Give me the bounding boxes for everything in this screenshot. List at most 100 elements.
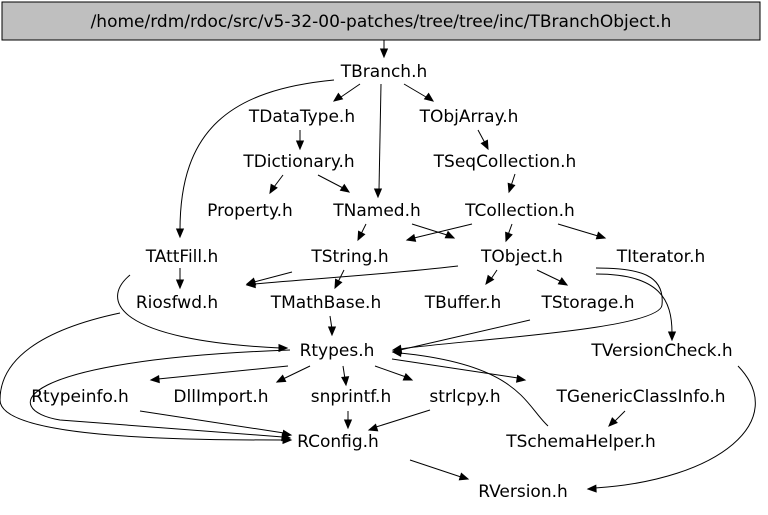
edge-arrowhead <box>327 326 337 337</box>
node-strlcpy[interactable]: strlcpy.h <box>429 387 500 407</box>
edge-tgenericclassinfo-to-tschemahelper <box>608 410 626 427</box>
edge-line <box>594 365 756 489</box>
node-tbranch[interactable]: TBranch.h <box>340 62 428 82</box>
node-tdictionary[interactable]: TDictionary.h <box>242 152 354 172</box>
edge-arrowhead <box>149 375 160 384</box>
node-tstring[interactable]: TString.h <box>310 247 388 267</box>
edge-arrowhead <box>341 376 350 387</box>
edge-line <box>374 365 407 378</box>
node-tattfill[interactable]: TAttFill.h <box>145 247 219 267</box>
edge-tobject-to-tversioncheck <box>595 273 677 342</box>
edge-arrowhead <box>391 348 402 357</box>
edge-tnamed-to-tstring <box>357 223 367 242</box>
node-rversion[interactable]: RVersion.h <box>478 482 568 502</box>
edge-arrowhead <box>275 374 287 383</box>
edge-tdictionary-to-tnamed <box>317 174 351 193</box>
edge-arrowhead <box>608 417 618 427</box>
edge-tattfill-to-riosfwd <box>175 268 185 290</box>
node-tstorage[interactable]: TStorage.h <box>540 293 634 313</box>
node-tseqcollection[interactable]: TSeqCollection.h <box>433 152 577 172</box>
node-tbuffer[interactable]: TBuffer.h <box>424 293 502 313</box>
edge-line <box>536 269 561 282</box>
edge-arrowhead <box>444 230 456 239</box>
edge-tstorage-to-rtypes <box>391 319 531 355</box>
edge-root-to-tbranch <box>379 40 389 59</box>
edge-arrowhead <box>667 331 677 342</box>
edge-arrowhead <box>507 182 516 194</box>
edge-line <box>403 83 427 98</box>
node-tgenericclassinfo[interactable]: TGenericClassInfo.h <box>555 387 725 407</box>
edge-tseqcollection-to-tcollection <box>507 173 516 194</box>
edge-line <box>490 269 498 280</box>
edge-tcollection-to-titerator <box>557 223 607 240</box>
node-tversioncheck[interactable]: TVersionCheck.h <box>590 341 732 361</box>
edge-line <box>557 223 599 237</box>
edge-arrowhead <box>175 279 185 290</box>
edge-rtypes-to-tgenericclassinfo <box>391 358 527 383</box>
edge-line <box>413 223 473 239</box>
edge-arrowhead <box>339 183 351 193</box>
edge-line <box>411 223 448 236</box>
edge-rtypes-to-dllimport <box>275 365 311 383</box>
node-riosfwd[interactable]: Riosfwd.h <box>136 293 218 313</box>
edge-rconfig-to-rversion <box>409 459 470 481</box>
edge-riosfwd-to-rconfig <box>0 312 293 445</box>
edge-line <box>340 83 361 98</box>
edge-arrowhead <box>357 230 366 242</box>
node-dllimport[interactable]: DllImport.h <box>173 387 268 407</box>
edge-tbranch-to-tattfill <box>175 79 335 239</box>
node-rconfig[interactable]: RConfig.h <box>297 432 379 452</box>
edge-rtypes-to-snprintf <box>341 365 350 387</box>
edge-arrowhead <box>373 188 383 199</box>
edge-tschemahelper-to-rtypes <box>391 348 549 427</box>
edge-line <box>399 352 549 427</box>
edge-arrowhead <box>557 277 569 286</box>
edge-tobject-to-riosfwd <box>245 265 459 289</box>
edge-tobjarray-to-tseqcollection <box>477 129 489 151</box>
edges-layer <box>0 40 756 493</box>
edge-line <box>613 410 626 423</box>
edge-snprintf-to-rconfig <box>343 411 353 430</box>
node-tschemahelper[interactable]: TSchemaHelper.h <box>505 432 656 452</box>
edge-arrowhead <box>458 472 470 481</box>
edge-arrowhead <box>367 423 379 432</box>
node-titerator[interactable]: TIterator.h <box>616 247 706 267</box>
edge-arrowhead <box>332 92 344 102</box>
edge-line <box>29 349 291 438</box>
edge-tbranch-to-tnamed <box>373 83 383 199</box>
edge-line <box>273 174 284 188</box>
edge-tobject-to-tbuffer <box>485 269 498 286</box>
edge-line <box>282 365 311 380</box>
node-tobject[interactable]: TObject.h <box>480 247 563 267</box>
edge-arrowhead <box>485 274 495 286</box>
edge-arrowhead <box>402 372 414 381</box>
edge-arrowhead <box>405 233 417 242</box>
edge-arrowhead <box>595 231 607 240</box>
node-tmathbase[interactable]: TMathBase.h <box>270 293 381 313</box>
edge-line <box>391 358 519 379</box>
edge-line <box>317 174 344 189</box>
node-tdatatype[interactable]: TDataType.h <box>248 107 355 127</box>
edge-arrowhead <box>343 419 353 430</box>
node-rtypeinfo[interactable]: Rtypeinfo.h <box>31 387 129 407</box>
edge-rtypes-to-rtypeinfo <box>149 365 289 384</box>
node-snprintf[interactable]: snprintf.h <box>311 387 392 407</box>
edge-arrowhead <box>295 140 305 151</box>
edge-tbranch-to-tdatatype <box>332 83 361 102</box>
node-rtypes[interactable]: Rtypes.h <box>300 341 375 361</box>
node-tcollection[interactable]: TCollection.h <box>464 201 575 221</box>
edge-line <box>399 319 531 351</box>
edge-tdictionary-to-property <box>269 174 284 195</box>
edge-line <box>117 274 281 349</box>
node-tnamed[interactable]: TNamed.h <box>332 201 421 221</box>
edge-tattfill-to-rtypes <box>117 274 289 353</box>
edge-arrowhead <box>505 231 513 243</box>
edge-line <box>378 83 382 191</box>
edge-arrowhead <box>480 139 489 151</box>
edge-line <box>477 129 486 144</box>
edge-arrowhead <box>269 183 278 195</box>
node-property[interactable]: Property.h <box>207 201 293 221</box>
node-tobjarray[interactable]: TObjArray.h <box>419 107 519 127</box>
edge-line <box>337 269 345 283</box>
